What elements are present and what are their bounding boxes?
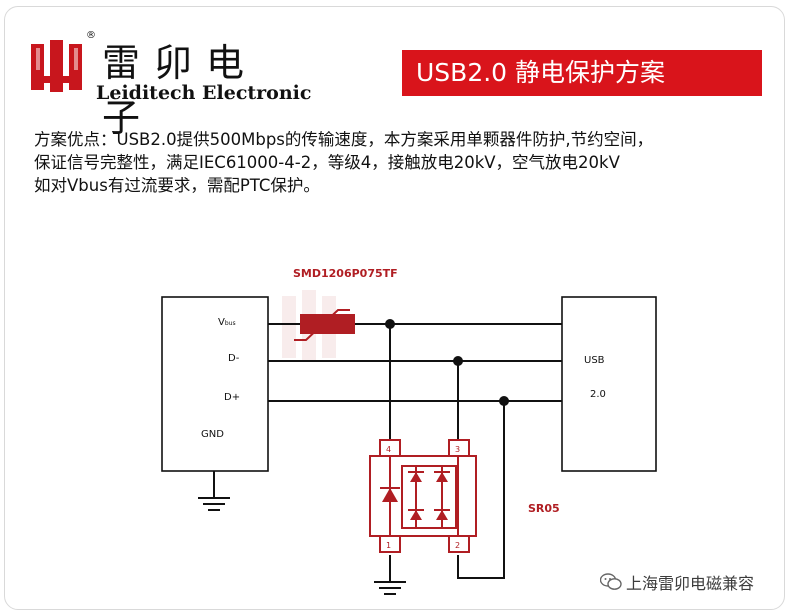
- brand-name-cn: 雷卯电子: [102, 41, 259, 140]
- tvs-part-label: SR05: [528, 502, 560, 515]
- page-title: USB2.0 静电保护方案: [402, 50, 762, 96]
- host-pin-vbus-label: Vbus: [218, 317, 236, 328]
- host-pin-dminus-label: D-: [228, 353, 240, 364]
- dplus-junction-dot: [499, 396, 509, 406]
- brand-header: ® 雷卯电子 Leiditech Electronic: [28, 30, 312, 140]
- dplus-tap-wire: [457, 401, 505, 579]
- channel-name: 上海雷卯电磁兼容: [626, 574, 755, 593]
- tvs-pin-2-label: 2: [455, 541, 460, 550]
- host-pin-gnd-label: GND: [201, 429, 224, 440]
- ground-icon: [198, 497, 230, 511]
- dminus-junction-dot: [453, 356, 463, 366]
- wechat-icon: [600, 573, 622, 590]
- usb-label: USB: [584, 355, 605, 366]
- usb-connector-block: [561, 296, 657, 472]
- description-block: 方案优点：USB2.0提供500Mbps的传输速度，本方案采用单颗器件防护,节约…: [34, 128, 774, 197]
- vbus-junction-dot: [385, 319, 395, 329]
- ptc-part-label: SMD1206P075TF: [293, 267, 398, 280]
- usb-version-label: 2.0: [590, 389, 606, 400]
- registered-mark: ®: [86, 30, 96, 41]
- tvs-pin-3-label: 3: [455, 445, 460, 454]
- wechat-channel-footer[interactable]: 上海雷卯电磁兼容: [600, 570, 754, 594]
- tvs-pin-1-label: 1: [386, 541, 391, 550]
- brand-logo-icon: [31, 40, 82, 92]
- host-pin-dplus-label: D+: [224, 392, 240, 403]
- host-connector-block: [161, 296, 269, 472]
- description-line: 方案优点：USB2.0提供500Mbps的传输速度，本方案采用单颗器件防护,节约…: [34, 130, 654, 149]
- tvs-pin-4-label: 4: [386, 445, 391, 454]
- description-line: 如对Vbus有过流要求，需配PTC保护。: [34, 176, 320, 195]
- page-frame: [4, 6, 785, 610]
- ptc-fuse-symbol: [294, 309, 355, 341]
- brand-name-en: Leiditech Electronic: [96, 82, 312, 104]
- description-line: 保证信号完整性，满足IEC61000-4-2，等级4，接触放电20kV，空气放电…: [34, 153, 620, 172]
- tvs-array-symbol: [369, 439, 477, 553]
- ground-icon: [374, 581, 406, 595]
- watermark: [282, 290, 336, 360]
